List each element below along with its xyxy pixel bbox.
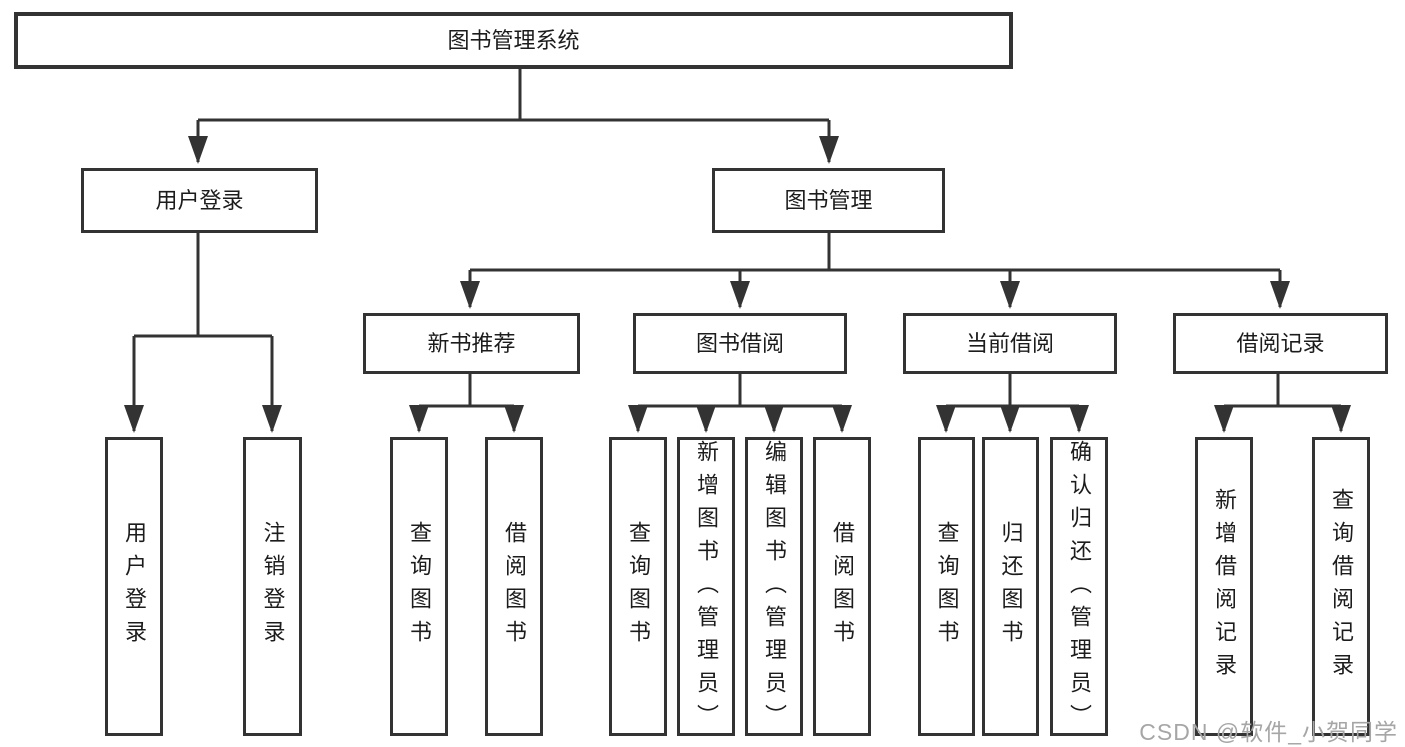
leaf-user-login: 用户登录	[105, 437, 163, 736]
leaf-borrowing-add-books-admin: 新增图书（管理员）	[677, 437, 735, 737]
node-book-management: 图书管理	[712, 168, 945, 233]
leaf-current-confirm-return-admin: 确认归还（管理员）	[1050, 437, 1108, 737]
leaf-records-query-record: 查询借阅记录	[1312, 437, 1370, 736]
leaf-current-return-books: 归还图书	[982, 437, 1039, 736]
leaf-recommend-query-books: 查询图书	[390, 437, 448, 736]
node-library-management-system: 图书管理系统	[14, 12, 1013, 69]
node-user-login: 用户登录	[81, 168, 318, 233]
leaf-records-add-record: 新增借阅记录	[1195, 437, 1253, 736]
node-current-borrowing: 当前借阅	[903, 313, 1117, 374]
node-new-book-recommend: 新书推荐	[363, 313, 580, 374]
leaf-borrowing-query-books: 查询图书	[609, 437, 667, 736]
leaf-current-query-books: 查询图书	[918, 437, 975, 736]
leaf-borrowing-borrow-books: 借阅图书	[813, 437, 871, 736]
leaf-borrowing-edit-books-admin: 编辑图书（管理员）	[745, 437, 803, 737]
node-borrowing-records: 借阅记录	[1173, 313, 1388, 374]
leaf-logout: 注销登录	[243, 437, 302, 736]
leaf-recommend-borrow-books: 借阅图书	[485, 437, 543, 736]
node-book-borrowing: 图书借阅	[633, 313, 847, 374]
